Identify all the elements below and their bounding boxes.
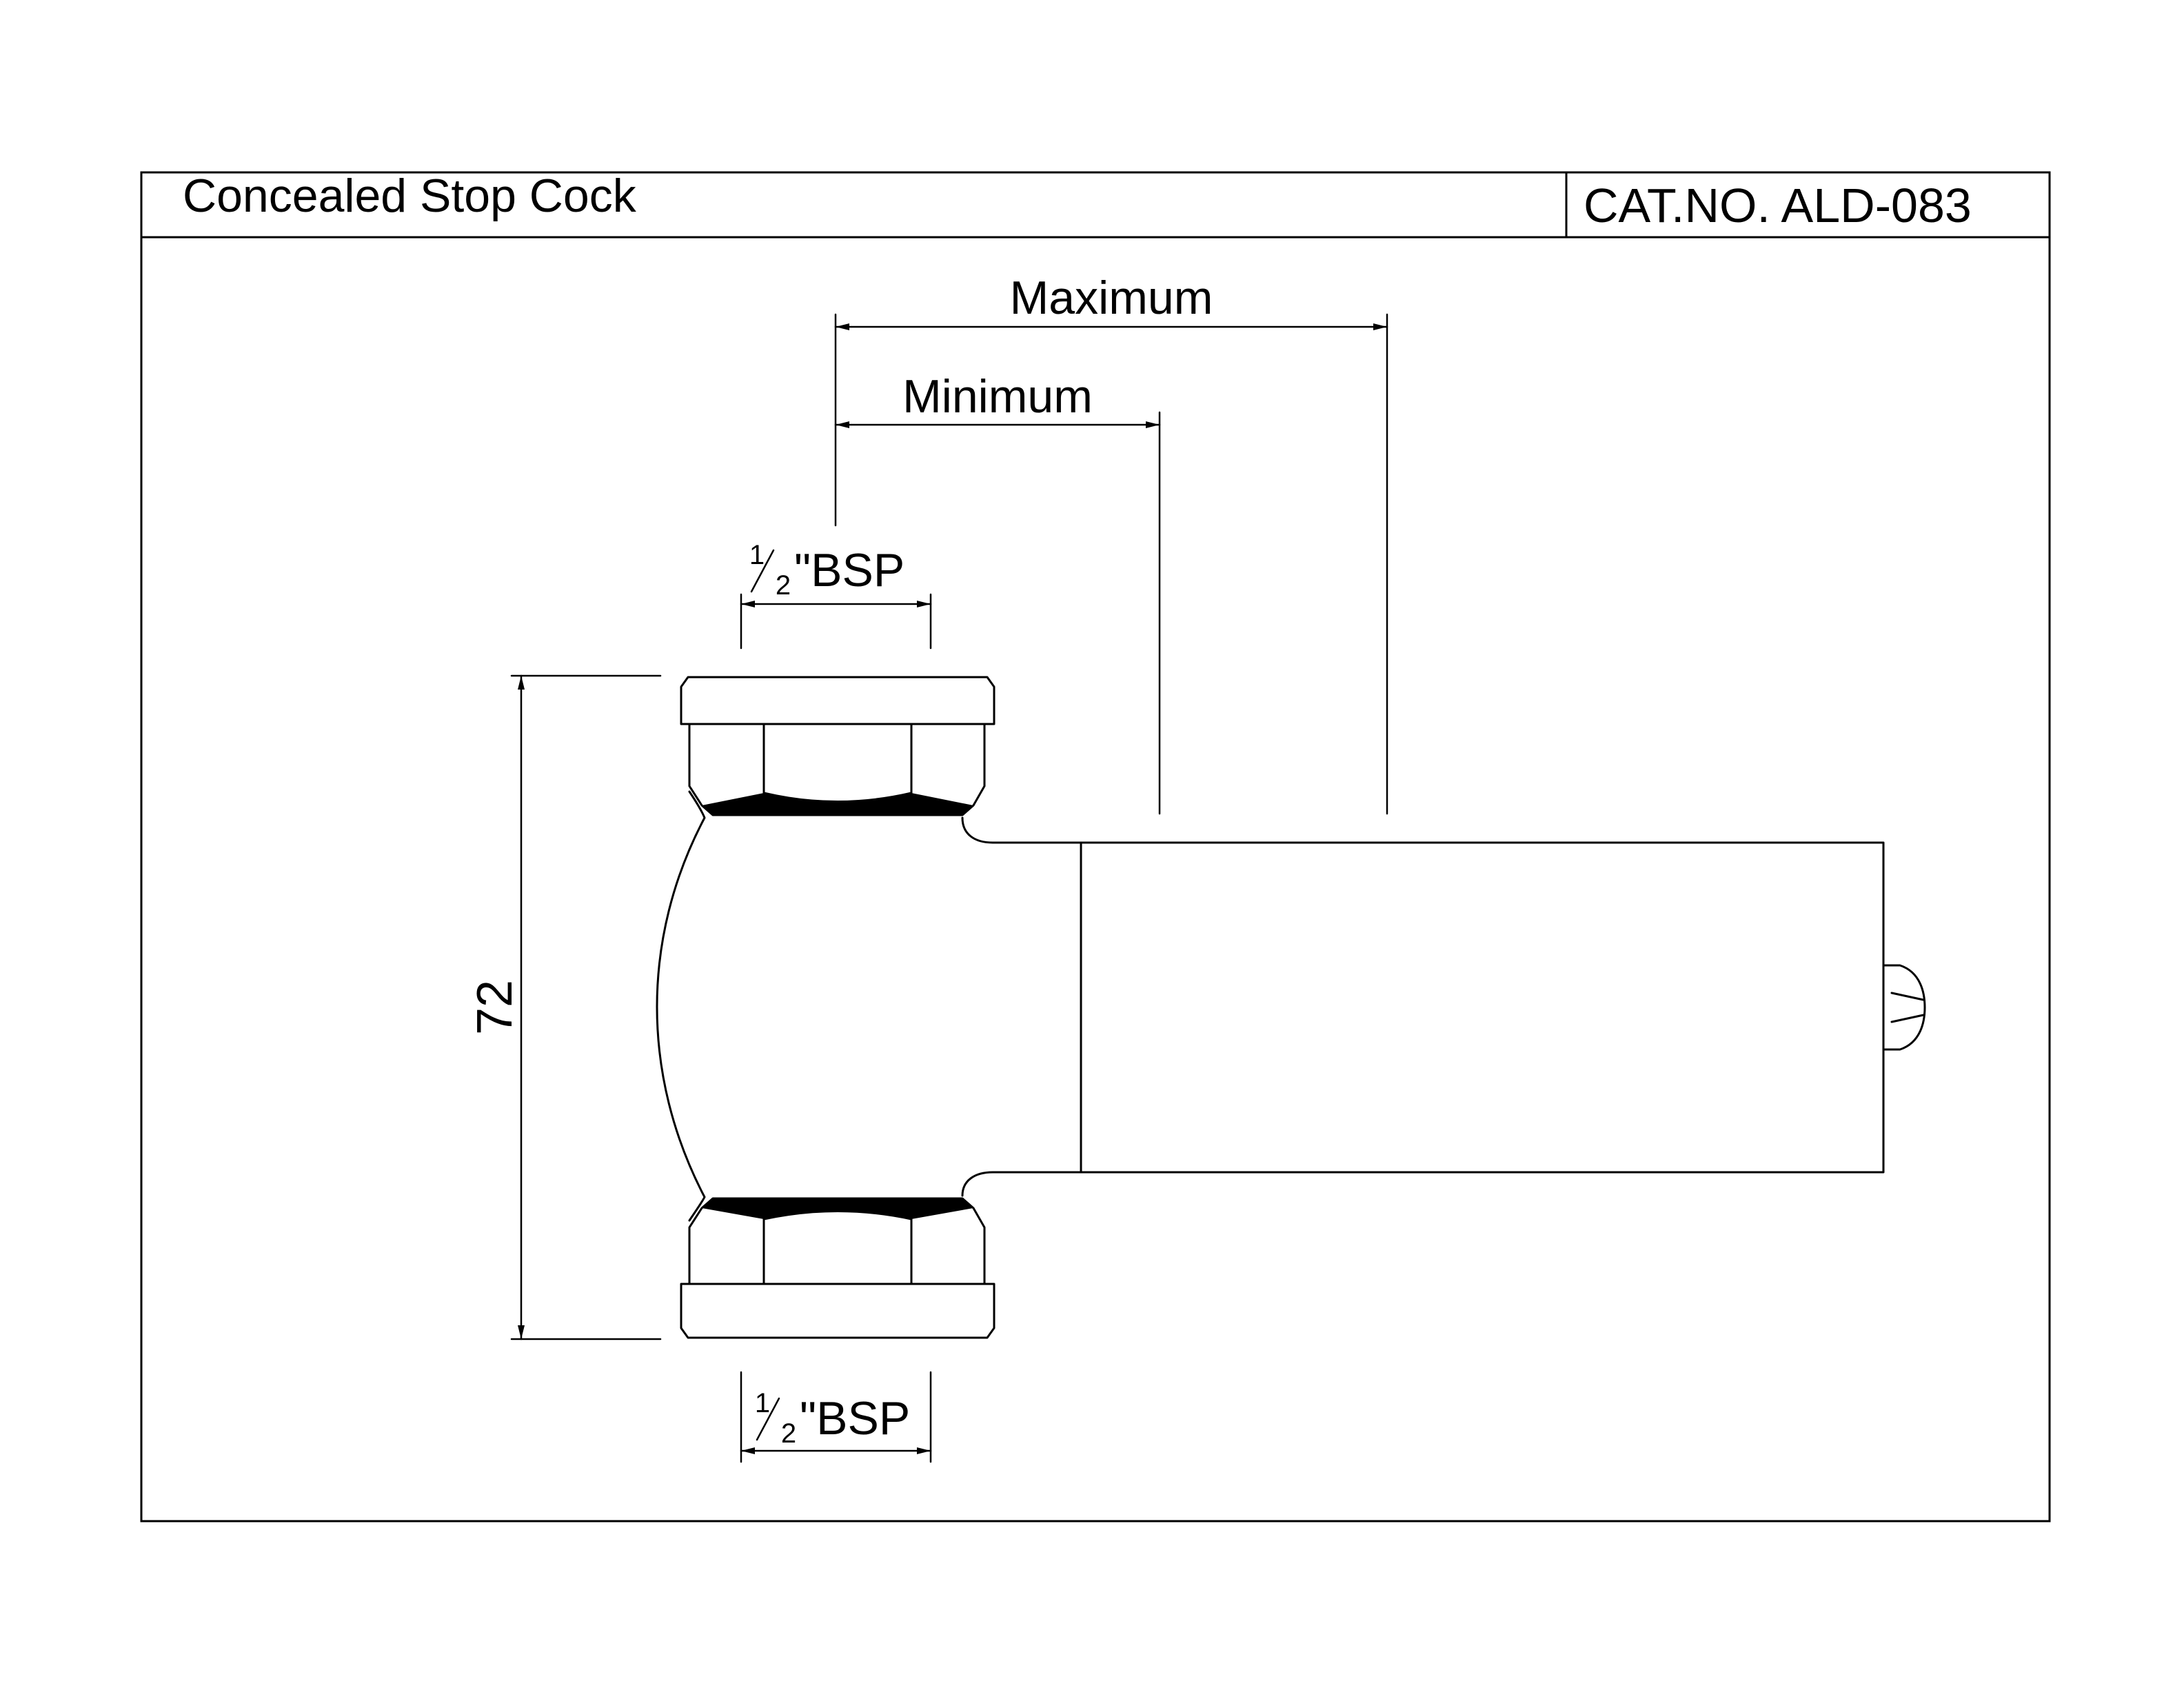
sheet-border: [140, 171, 2051, 1523]
body-left-curve: [656, 790, 706, 1222]
top-thread-fraction-bar: [750, 549, 775, 593]
bottom-thread-dimension: 1 2 "BSP: [740, 1371, 932, 1463]
bottom-thread-fraction-den: 2: [781, 1418, 796, 1449]
bottom-cap: [680, 1283, 995, 1339]
maximum-dimension: Maximum: [834, 272, 1388, 815]
minimum-dimension: Minimum: [834, 370, 1161, 815]
top-thread-fraction-den: 2: [776, 570, 791, 601]
bottom-thread-fraction-num: 1: [755, 1388, 770, 1418]
body-neck-top: [961, 816, 1082, 844]
bottom-hex-chamfer-shading: [702, 1198, 973, 1219]
top-cap: [680, 676, 995, 725]
minimum-label: Minimum: [902, 370, 1093, 423]
spindle-screw-slot-top: [1890, 992, 1925, 1001]
title-block: Concealed Stop Cock CAT.NO. ALD-083: [140, 170, 2051, 1523]
top-thread-dimension: 1 2 "BSP: [740, 540, 932, 650]
spindle-screw-slot-bottom: [1890, 1014, 1925, 1023]
stop-cock-body: [656, 676, 1926, 1339]
height-label: 72: [467, 980, 523, 1035]
catalog-number: CAT.NO. ALD-083: [1584, 179, 1972, 232]
top-hex-chamfer-arc: [762, 792, 913, 803]
bottom-hex-chamfer-arc: [762, 1210, 913, 1220]
top-thread-label: "BSP: [794, 544, 904, 596]
spindle-housing: [1080, 841, 1885, 1174]
height-dimension: 72: [467, 674, 662, 1340]
bottom-thread-fraction-bar: [756, 1397, 780, 1441]
top-hex-chamfer-shading: [702, 793, 973, 815]
body-neck-bottom: [961, 1171, 1082, 1197]
spindle-screw: [1882, 964, 1926, 1051]
drawing-title: Concealed Stop Cock: [183, 170, 637, 222]
top-thread-fraction-num: 1: [749, 540, 765, 570]
bottom-thread-label: "BSP: [800, 1392, 910, 1445]
maximum-label: Maximum: [1010, 272, 1213, 324]
